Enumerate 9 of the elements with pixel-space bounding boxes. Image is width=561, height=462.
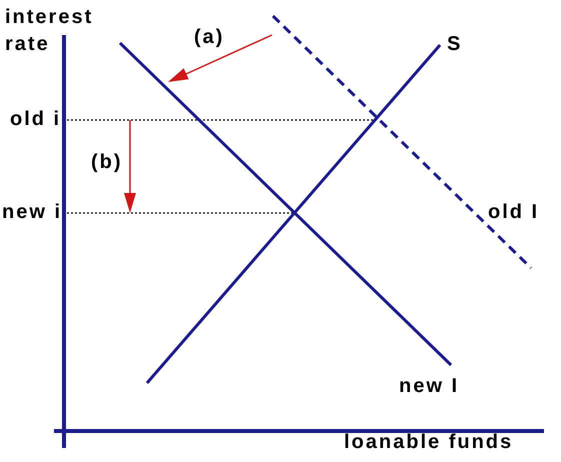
rate-level-label: new i <box>2 202 62 222</box>
rate-level-label: old i <box>10 109 62 129</box>
curve-label: old I <box>488 202 540 222</box>
axis-label: interest rate <box>5 5 94 57</box>
curve-label: S <box>447 34 462 54</box>
axis-label: loanable funds <box>344 432 514 452</box>
arrow-label: (a) <box>194 27 224 47</box>
arrow-label: (b) <box>91 152 123 172</box>
curve-label: new I <box>399 376 460 396</box>
